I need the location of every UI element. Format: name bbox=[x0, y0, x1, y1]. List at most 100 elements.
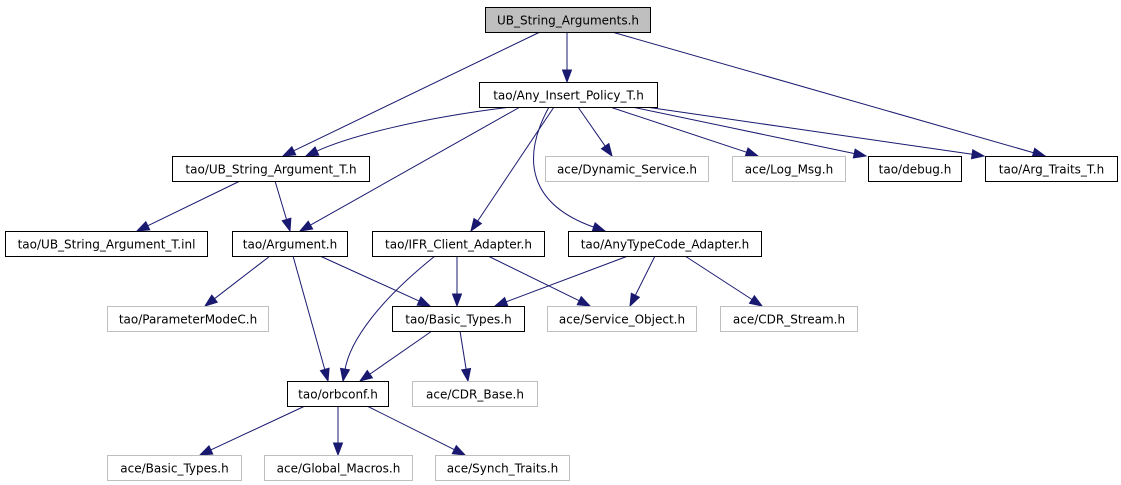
node-box bbox=[287, 381, 389, 407]
node-any-insert[interactable]: tao/Any_Insert_Policy_T.h bbox=[479, 82, 658, 108]
arrowhead-3 bbox=[304, 146, 320, 157]
edge-orbconf-to-ace_basic bbox=[198, 405, 306, 456]
edge-line bbox=[292, 255, 326, 371]
arrowhead-17 bbox=[451, 293, 463, 308]
edge-line bbox=[368, 330, 433, 376]
edge-anytypecode-to-cdr_stream bbox=[684, 255, 764, 307]
node-box bbox=[485, 7, 651, 33]
node-box bbox=[479, 82, 658, 108]
edge-line bbox=[309, 106, 521, 227]
edge-ub_arg_t-to-ub_arg_inl bbox=[135, 180, 241, 232]
node-box bbox=[568, 231, 762, 257]
node-cdr-base[interactable]: ace/CDR_Base.h bbox=[412, 381, 538, 407]
edge-orbconf-to-synch_traits bbox=[366, 405, 467, 456]
edge-root-to-any_insert bbox=[561, 32, 573, 84]
arrowhead-18 bbox=[576, 295, 592, 307]
edge-any_insert-to-debug bbox=[631, 106, 868, 159]
node-argument[interactable]: tao/Argument.h bbox=[232, 231, 348, 257]
arrowhead-25 bbox=[332, 442, 344, 457]
edge-root-to-arg_traits bbox=[611, 31, 1047, 158]
edge-line bbox=[645, 106, 974, 155]
node-arg-traits[interactable]: tao/Arg_Traits_T.h bbox=[985, 156, 1118, 182]
edge-ub_arg_t-to-argument bbox=[274, 180, 292, 233]
edge-tao_basic-to-cdr_base bbox=[459, 330, 472, 383]
node-ub-arg-inl[interactable]: tao/UB_String_Argument_T.inl bbox=[5, 231, 208, 257]
node-box bbox=[107, 455, 242, 481]
node-cdr-stream[interactable]: ace/CDR_Stream.h bbox=[720, 306, 858, 332]
node-label: tao/Basic_Types.h bbox=[405, 313, 511, 327]
edge-line bbox=[315, 106, 512, 152]
node-label: tao/orbconf.h bbox=[298, 388, 378, 402]
node-ub-arg-t[interactable]: tao/UB_String_Argument_T.h bbox=[172, 156, 370, 182]
edge-line bbox=[366, 405, 456, 451]
edge-line bbox=[684, 255, 754, 301]
node-debug[interactable]: tao/debug.h bbox=[868, 156, 962, 182]
node-box bbox=[372, 231, 545, 257]
node-label: ace/Basic_Types.h bbox=[120, 462, 228, 476]
node-orbconf[interactable]: tao/orbconf.h bbox=[287, 381, 389, 407]
node-label: tao/UB_String_Argument_T.h bbox=[185, 163, 356, 177]
edge-ifr_client-to-tao_basic bbox=[451, 256, 463, 308]
node-global-macros[interactable]: ace/Global_Macros.h bbox=[264, 455, 413, 481]
node-box bbox=[545, 156, 709, 182]
node-dyn-service[interactable]: ace/Dynamic_Service.h bbox=[545, 156, 709, 182]
arrowhead-5 bbox=[470, 217, 483, 233]
edge-line bbox=[476, 106, 555, 223]
edge-line bbox=[609, 106, 748, 154]
edge-any_insert-to-argument bbox=[298, 106, 521, 232]
node-box bbox=[232, 231, 348, 257]
node-label: tao/debug.h bbox=[879, 163, 952, 177]
edge-ifr_client-to-orbconf bbox=[339, 255, 436, 383]
edge-any_insert-to-ub_arg_t bbox=[304, 106, 512, 157]
arrowhead-7 bbox=[600, 142, 613, 158]
edge-line bbox=[274, 180, 288, 221]
arrowhead-11 bbox=[135, 220, 151, 232]
arrowhead-16 bbox=[339, 367, 351, 383]
node-anytypecode[interactable]: tao/AnyTypeCode_Adapter.h bbox=[568, 231, 762, 257]
edge-anytypecode-to-service_obj bbox=[629, 255, 656, 308]
node-box bbox=[720, 306, 858, 332]
node-label: tao/ParameterModeC.h bbox=[119, 313, 257, 327]
edge-line bbox=[505, 255, 629, 303]
arrowhead-24 bbox=[198, 444, 214, 456]
node-log-msg[interactable]: ace/Log_Msg.h bbox=[732, 156, 846, 182]
arrowhead-19 bbox=[493, 296, 509, 307]
node-param-mode[interactable]: tao/ParameterModeC.h bbox=[107, 306, 269, 332]
node-label: tao/Arg_Traits_T.h bbox=[999, 163, 1104, 177]
node-label: tao/Argument.h bbox=[243, 238, 337, 252]
node-tao-basic[interactable]: tao/Basic_Types.h bbox=[392, 306, 525, 332]
node-label: tao/IFR_Client_Adapter.h bbox=[385, 238, 532, 252]
node-synch-traits[interactable]: ace/Synch_Traits.h bbox=[435, 455, 570, 481]
arrowhead-26 bbox=[451, 444, 467, 456]
arrowhead-2 bbox=[1031, 147, 1047, 158]
edge-orbconf-to-global_macros bbox=[332, 406, 344, 457]
edge-root-to-ub_arg_t bbox=[281, 31, 541, 157]
node-service-obj[interactable]: ace/Service_Object.h bbox=[547, 306, 697, 332]
edge-anytypecode-to-tao_basic bbox=[493, 255, 629, 307]
edge-line bbox=[577, 106, 607, 148]
arrowhead-10 bbox=[970, 149, 986, 160]
edge-any_insert-to-log_msg bbox=[609, 106, 760, 158]
edge-line bbox=[344, 255, 436, 371]
node-label: UB_String_Arguments.h bbox=[497, 14, 639, 28]
arrowhead-8 bbox=[744, 147, 760, 158]
edge-line bbox=[631, 106, 856, 155]
node-ace-basic[interactable]: ace/Basic_Types.h bbox=[107, 455, 242, 481]
edge-line bbox=[487, 255, 581, 302]
arrowhead-22 bbox=[358, 369, 374, 382]
arrowhead-21 bbox=[748, 294, 764, 307]
edge-argument-to-param_mode bbox=[203, 255, 271, 307]
node-box bbox=[435, 455, 570, 481]
edge-argument-to-tao_basic bbox=[319, 255, 432, 307]
node-label: ace/Dynamic_Service.h bbox=[557, 163, 697, 177]
arrowhead-20 bbox=[629, 292, 641, 308]
node-box bbox=[392, 306, 525, 332]
edge-line bbox=[319, 255, 421, 302]
arrowhead-14 bbox=[319, 367, 330, 383]
edge-any_insert-to-ifr_client bbox=[470, 106, 555, 233]
arrowhead-4 bbox=[298, 220, 314, 232]
edge-any_insert-to-dyn_service bbox=[577, 106, 613, 158]
node-ifr-client[interactable]: tao/IFR_Client_Adapter.h bbox=[372, 231, 545, 257]
edge-line bbox=[459, 330, 467, 371]
arrowhead-1 bbox=[281, 145, 297, 157]
